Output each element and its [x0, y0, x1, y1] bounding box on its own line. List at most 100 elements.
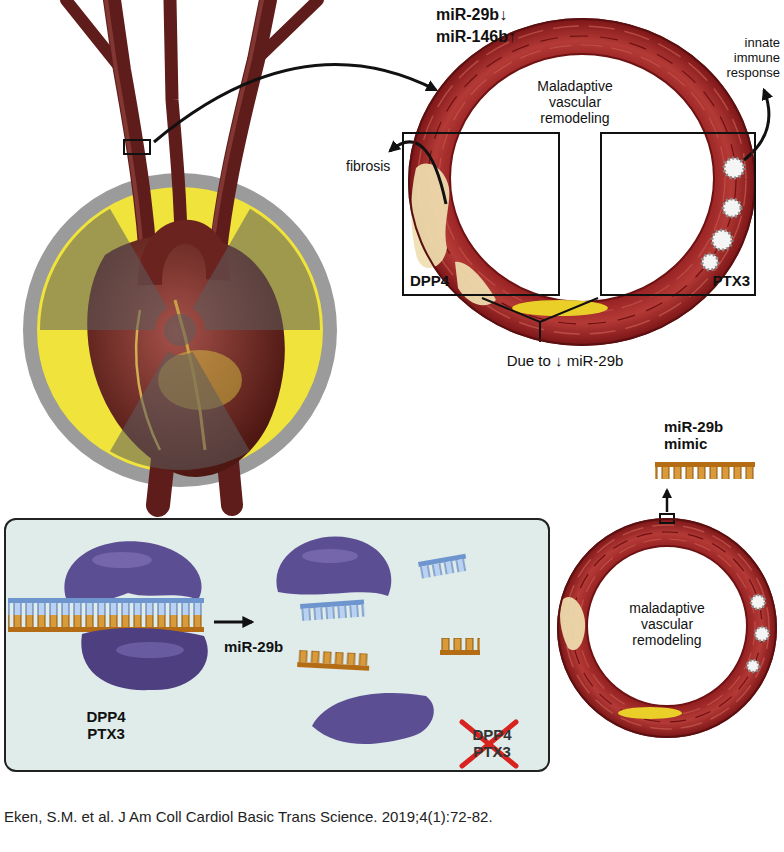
mirna-strand	[8, 615, 204, 627]
immune-cell	[747, 660, 759, 672]
mrna-fragment	[418, 554, 468, 579]
mirna-level: miR-29b↓	[436, 6, 546, 24]
zoom-box	[124, 140, 150, 154]
great-vessels	[256, 0, 318, 60]
label-holder: miR-146b↑	[436, 28, 546, 46]
label-holder: Due to ↓ miR-29b	[485, 352, 645, 369]
vessel-cross-section: maladaptive vascular remodeling	[557, 518, 777, 738]
cross-out	[462, 722, 516, 766]
process-arrow	[214, 621, 252, 624]
vessel-outline	[558, 519, 776, 737]
radiation-disc	[30, 180, 330, 480]
gene-name: PTX3	[606, 272, 750, 289]
argonaute-protein	[65, 541, 202, 602]
mechanism-panel: DPP4 PTX3 miR-29bDPP4 PTX3	[4, 518, 550, 772]
leader-arrow	[744, 90, 769, 160]
radiation-trefoil	[40, 209, 168, 330]
radiation-trefoil	[193, 209, 321, 330]
mimic-strand	[655, 467, 755, 479]
fibrosis-patch	[411, 164, 449, 269]
text-holder: DPP4 PTX3	[468, 726, 516, 761]
mrna-strand	[8, 598, 204, 603]
treated-vessel	[557, 462, 777, 738]
panel-text: miR-29b	[224, 638, 286, 655]
vessel-lumen	[450, 54, 714, 302]
mirna-fragment	[297, 662, 369, 671]
vessel-outline	[408, 18, 756, 346]
protein-highlight	[116, 642, 184, 658]
fibrosis-patch	[560, 597, 585, 650]
cross-out	[462, 722, 516, 766]
text-holder: DPP4	[410, 272, 500, 289]
mrna-fragment	[300, 600, 365, 621]
mirna-fragment	[440, 650, 480, 655]
vessel-wall	[408, 18, 756, 346]
mimic-strand	[655, 462, 755, 479]
leader-arrow	[390, 142, 446, 204]
caption-holder: Eken, S.M. et al. J Am Coll Cardiol Basi…	[4, 808, 774, 825]
immune-cell	[712, 230, 732, 250]
vessel-lumen	[587, 546, 747, 706]
immune-cell	[751, 595, 765, 609]
argonaute-protein	[277, 537, 392, 596]
treated-vessel	[579, 539, 755, 715]
mrna-strand	[8, 603, 204, 615]
focus-box: DPP4	[402, 132, 560, 296]
vessel-text: Maladaptive vascular remodeling	[523, 78, 627, 126]
process-label: innate immune response	[712, 36, 780, 81]
mimic-strand	[655, 462, 755, 467]
panel-text: DPP4 PTX3	[82, 708, 130, 743]
mirna-fragment	[440, 638, 480, 655]
text-holder: DPP4 PTX3	[82, 708, 130, 743]
bracket-note: Due to ↓ miR-29b	[485, 352, 645, 369]
radiation-trefoil	[40, 209, 320, 470]
bracket	[482, 298, 598, 342]
degraded-protein	[312, 693, 434, 744]
plaque	[618, 707, 682, 719]
protein-highlight	[302, 549, 358, 563]
zoom-arrow	[154, 64, 436, 142]
citation: Eken, S.M. et al. J Am Coll Cardiol Basi…	[4, 808, 774, 825]
mrna-fragment	[300, 605, 365, 621]
process-label: fibrosis	[346, 158, 400, 174]
vessel-wall	[428, 36, 736, 324]
text-holder: Maladaptive vascular remodeling	[523, 78, 627, 126]
vessel-text: maladaptive vascular remodeling	[615, 600, 719, 648]
text-holder: maladaptive vascular remodeling	[615, 600, 719, 648]
text-holder: PTX3	[606, 272, 750, 289]
protein-highlight	[92, 552, 152, 568]
radiation-trefoil	[164, 314, 196, 346]
label-holder: miR-29b mimic	[664, 418, 742, 453]
immune-cell	[702, 254, 718, 270]
irradiated-heart	[30, 0, 436, 505]
treated-vessel	[572, 532, 762, 722]
aortic-arch	[150, 232, 218, 285]
mirna-fragment	[440, 638, 480, 650]
radiation-trefoil	[110, 352, 250, 470]
therapy-label: miR-29b mimic	[664, 418, 742, 453]
label-holder: fibrosis	[346, 158, 400, 174]
immune-cell	[723, 199, 741, 217]
treated-vessel	[565, 525, 769, 729]
argonaute-protein	[81, 628, 208, 690]
gene-name: DPP4	[410, 272, 500, 289]
delivery-arrow	[666, 490, 669, 512]
immune-cell	[747, 595, 769, 672]
focus-box: PTX3	[600, 132, 756, 296]
cross-out	[462, 722, 516, 766]
mrna-fragment	[419, 559, 468, 579]
vessel-wall	[390, 18, 769, 346]
vessel-cross-section: Maladaptive vascular remodeling	[408, 18, 756, 346]
mirna-fragment	[297, 650, 370, 671]
vessel-wall	[439, 45, 725, 313]
vessel-wall	[418, 26, 746, 334]
mechanism-art	[4, 518, 550, 772]
mirna-level: miR-146b↑	[436, 28, 546, 46]
treated-vessel	[557, 518, 777, 738]
immune-cell	[755, 627, 769, 641]
label-holder: innate immune response	[712, 36, 780, 81]
immune-cell	[724, 158, 744, 178]
panel-ground	[4, 518, 550, 772]
label-holder: miR-29b↓	[436, 6, 546, 24]
